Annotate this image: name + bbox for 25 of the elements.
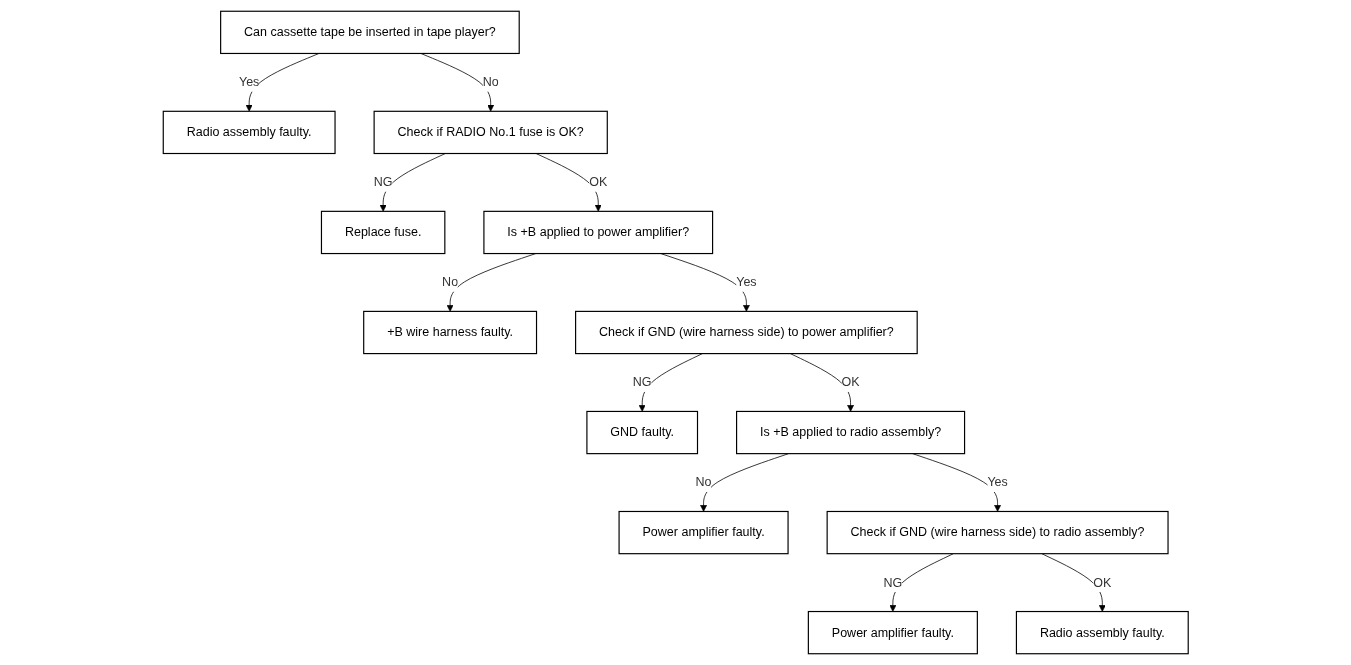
edge-label: Yes [238, 75, 260, 89]
edge-label: NG [883, 575, 902, 589]
edge-label: No [441, 275, 458, 289]
edge-label: OK [588, 175, 608, 189]
edge-label: OK [1093, 575, 1112, 589]
node-box: Check if GND (wire harness side) to power amplifier? [574, 310, 918, 355]
edge-label: Yes [735, 275, 757, 289]
node-box: Is +B applied to radio assembly? [735, 410, 965, 455]
node-box: Radio assembly faulty. [1015, 610, 1189, 655]
node-box: Radio assembly faulty. [162, 110, 336, 155]
node-box: Check if GND (wire harness side) to radio assembly? [826, 510, 1169, 555]
node-box: Power amplifier faulty. [807, 610, 978, 655]
node-box: Can cassette tape be inserted in tape player? [219, 10, 520, 55]
edge-label: Yes [987, 475, 1008, 489]
node-box: Check if RADIO No.1 fuse is OK? [373, 110, 608, 155]
edge-label: No [695, 475, 712, 489]
edge-label: NG [632, 375, 652, 389]
node-box: GND faulty. [586, 410, 698, 455]
node-box: Is +B applied to power amplifier? [483, 210, 713, 255]
node-box: Replace fuse. [320, 210, 446, 255]
edge-label: OK [841, 375, 860, 389]
node-box: Power amplifier faulty. [618, 510, 789, 555]
edge-label: No [482, 75, 499, 89]
edge-label: NG [373, 175, 393, 189]
node-box: +B wire harness faulty. [362, 310, 537, 355]
